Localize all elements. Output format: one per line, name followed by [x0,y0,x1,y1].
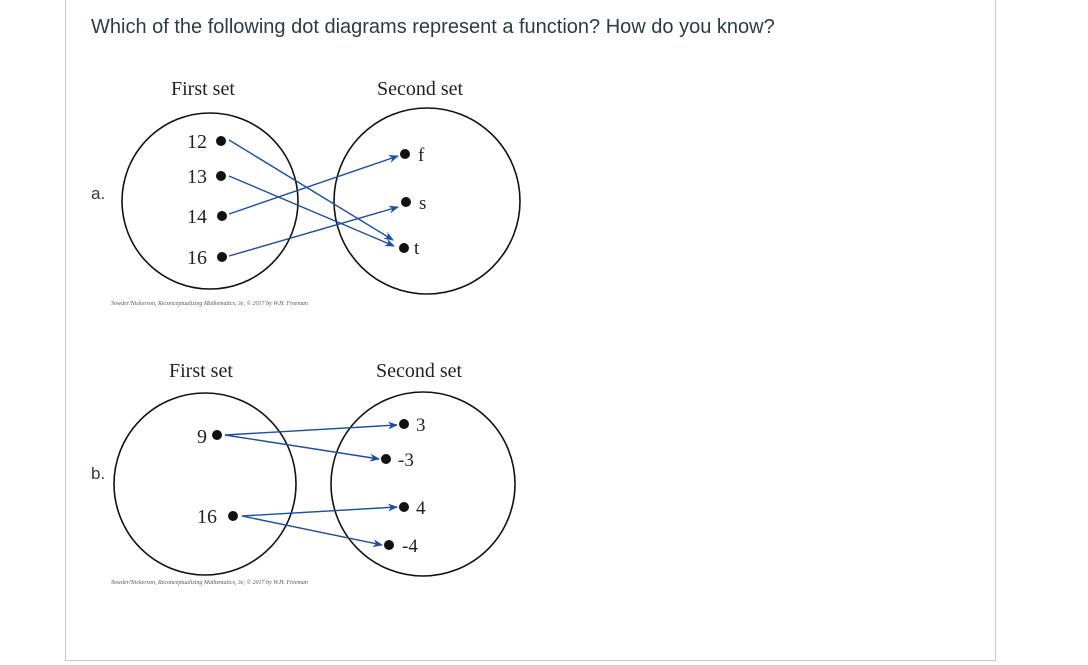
range-dot [399,243,409,253]
first-set-circle [121,112,299,290]
arrow-12-to-t [228,139,394,241]
domain-dot [216,136,226,146]
first-set-title: First set [169,360,233,382]
second-set-circle [330,391,516,577]
second-set-circle [333,107,521,295]
range-dot [399,419,409,429]
mapping-arrows [228,139,399,257]
arrow-16-to-s [228,205,399,257]
domain-element: 9 [197,426,207,448]
domain-element: 14 [187,206,207,228]
part-b-label: b. [91,464,106,483]
domain-element: 12 [187,131,207,153]
domain-dot [216,171,226,181]
domain-element: 16 [187,247,207,269]
figure-credit: Sowder/Nickerson, Reconceptualizing Math… [111,579,308,586]
domain-element: 13 [187,166,207,188]
question-panel [65,0,996,661]
range-dot [400,149,410,159]
second-set-title: Second set [376,360,463,382]
domain-dot [228,511,238,521]
arrow-13-to-t [228,175,395,247]
range-dot [399,502,409,512]
range-dot [381,454,391,464]
range-element: t [414,238,420,259]
dot-diagram-a: First set Second set 12 13 14 16 f s t S… [111,78,521,307]
arrow-14-to-f [228,155,399,215]
figure-credit: Sowder/Nickerson, Reconceptualizing Math… [111,300,308,307]
arrow-16-to-4 [241,503,398,517]
domain-dot [217,211,227,221]
mapping-arrows [224,421,398,548]
domain-dot [212,430,222,440]
range-element: -3 [398,450,414,471]
first-set-title: First set [171,78,235,100]
range-dot [384,540,394,550]
first-set-circle [113,392,297,576]
arrow-9-to-3 [224,421,398,436]
arrow-9-to-neg3 [224,434,380,462]
range-element: 3 [416,415,426,436]
domain-element: 16 [197,506,217,528]
arrow-16-to-neg4 [241,515,383,548]
dot-diagram-b: First set Second set 9 16 3 -3 4 -4 Sowd… [111,360,516,586]
second-set-title: Second set [377,78,464,100]
domain-dot [217,252,227,262]
question-text: Which of the following dot diagrams repr… [91,16,775,38]
range-element: 4 [416,498,426,519]
range-element: s [419,193,426,214]
range-dot [401,197,411,207]
part-a-label: a. [91,184,106,203]
range-element: -4 [402,536,418,557]
range-element: f [418,145,425,166]
